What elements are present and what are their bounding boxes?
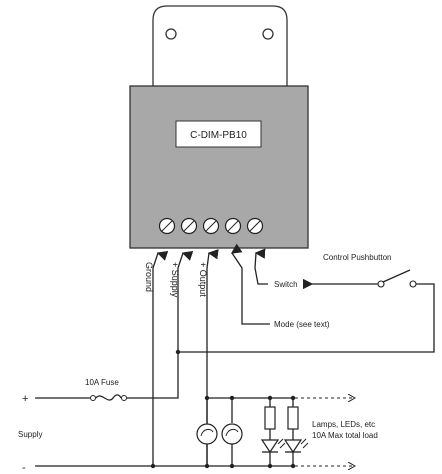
terminal-screw-5	[246, 217, 264, 235]
led-icon	[283, 439, 303, 454]
control-pushbutton-label: Control Pushbutton	[323, 253, 392, 262]
terminal-block	[158, 217, 264, 235]
mounting-bracket	[152, 5, 288, 91]
lamp-load-1	[196, 398, 218, 469]
terminal-screw-3	[202, 217, 220, 235]
device-label: C-DIM-PB10	[190, 130, 247, 141]
terminal-label-ground: Ground	[144, 262, 154, 292]
pushbutton-contact-right	[409, 280, 417, 288]
loads-label-line1: Lamps, LEDs, etc	[312, 420, 375, 429]
mode-wire	[230, 243, 270, 325]
terminal-label-switch: Switch	[274, 280, 298, 289]
device-housing	[129, 85, 309, 249]
terminal-label-mode: Mode (see text)	[274, 320, 330, 329]
pushbutton-return-wire	[178, 283, 435, 353]
supply-label: Supply	[18, 430, 42, 439]
device-label-box	[175, 120, 262, 148]
switch-wire	[254, 248, 268, 285]
pushbutton-actuator	[382, 269, 411, 283]
supply-wire	[177, 250, 194, 352]
lamp-load-2	[221, 395, 243, 469]
lamp-icon	[196, 423, 218, 445]
terminal-screw-1	[158, 217, 176, 235]
lamp-icon	[221, 423, 243, 445]
terminal-screw-4	[224, 217, 242, 235]
supply-plus-sign: +	[22, 393, 28, 405]
supply-plus-line-right	[127, 352, 179, 399]
resistor-icon	[287, 406, 299, 430]
loads-label-line2: 10A Max total load	[312, 431, 378, 440]
terminal-screw-2	[180, 217, 198, 235]
supply-minus-sign: -	[22, 462, 26, 474]
terminal-label-output: + Output	[198, 262, 208, 297]
terminal-label-supply: + Supply	[170, 262, 180, 298]
mounting-hole-right	[262, 28, 274, 40]
fuse-terminal-right	[121, 395, 127, 401]
fuse-label: 10A Fuse	[85, 378, 119, 387]
fuse-icon	[95, 394, 122, 401]
ground-wire	[152, 250, 169, 468]
pushbutton-contact-left	[377, 280, 385, 288]
fuse-terminal-left	[90, 395, 96, 401]
led-load-2	[283, 395, 309, 469]
led-icon	[260, 439, 280, 454]
ground-junction	[150, 463, 156, 469]
mounting-hole-left	[165, 28, 177, 40]
led-load-1	[260, 395, 286, 469]
resistor-icon	[264, 406, 276, 430]
